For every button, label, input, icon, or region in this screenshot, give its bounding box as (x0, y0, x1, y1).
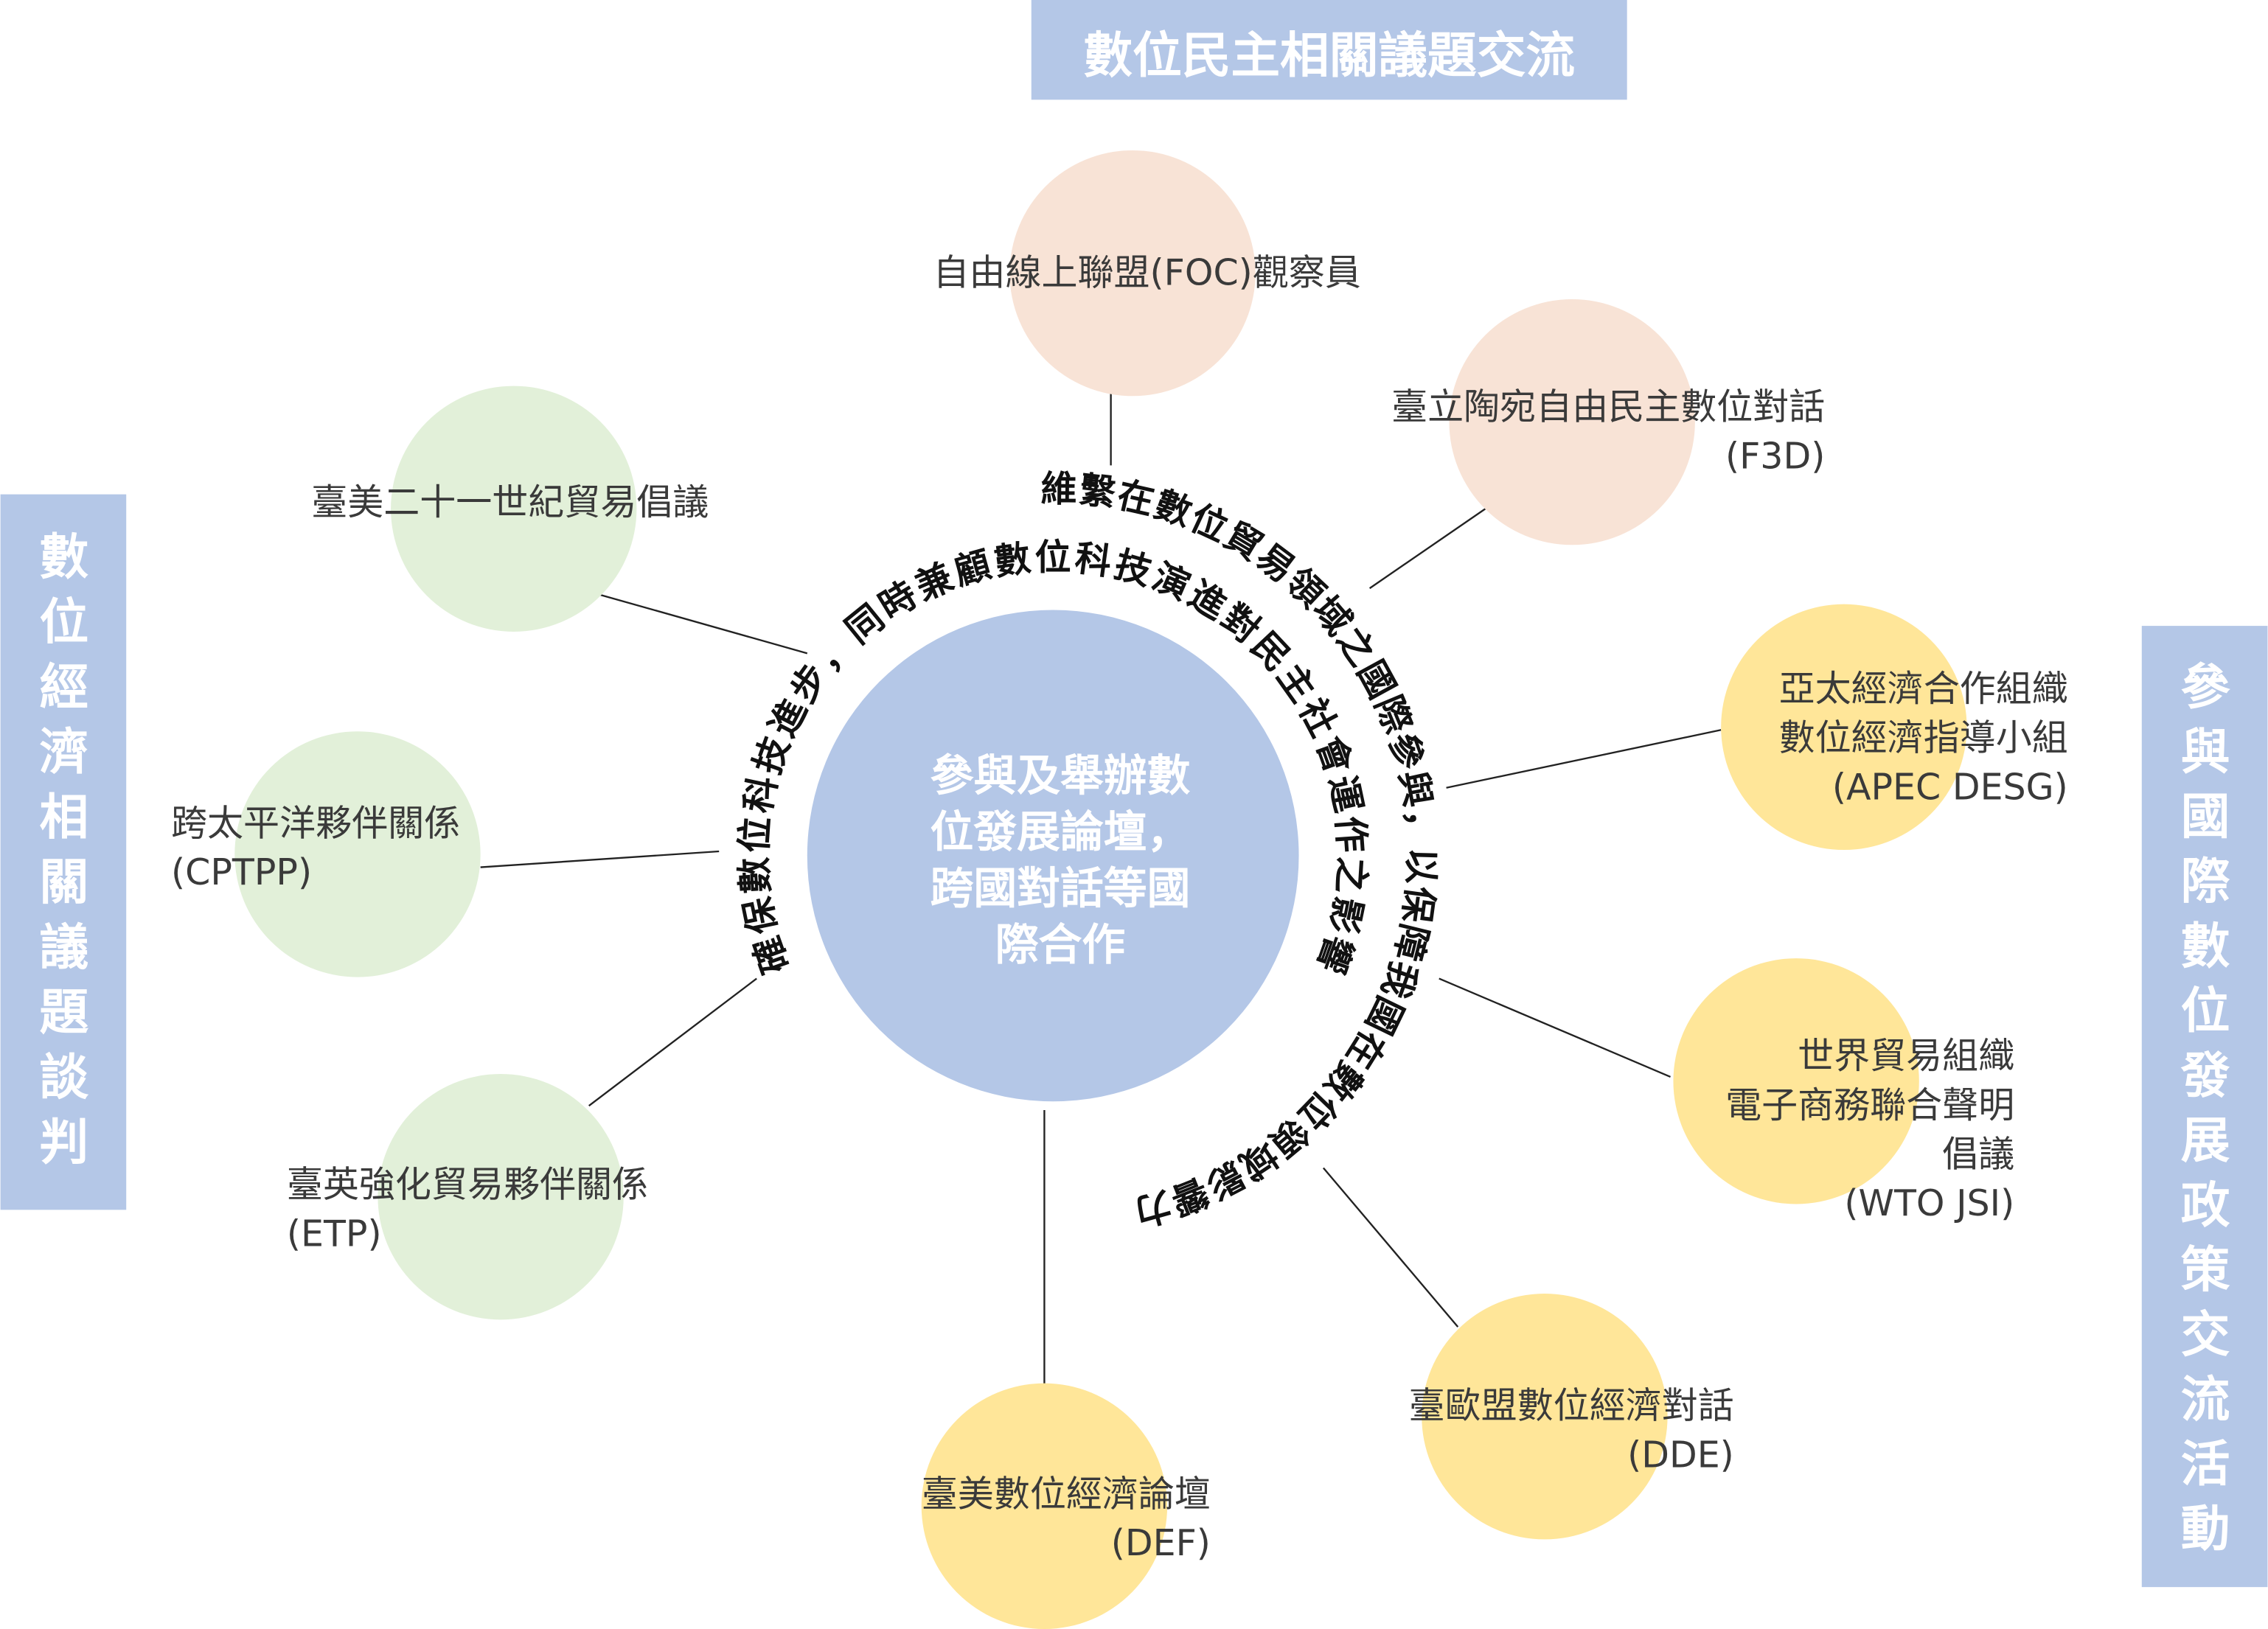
node-wto-circle (1673, 958, 1919, 1204)
center-line: 際合作 (995, 919, 1125, 970)
node-label-line: 亞太經濟合作組織 (1779, 667, 2068, 710)
top-category-label: 數位民主相關議題交流 (1083, 27, 1575, 84)
node-f3d-circle (1449, 299, 1695, 545)
right-category-char: 展 (2181, 1112, 2230, 1169)
node-dde-label: 臺歐盟數位經濟對話 (DDE) (1409, 1384, 1734, 1476)
center-label: 參與及舉辦數 位發展論壇， 跨國對話等國 際合作 (930, 750, 1191, 970)
node-dde-circle (1422, 1294, 1668, 1540)
node-label-line: 臺美二十一世紀貿易倡議 (311, 481, 709, 523)
center-line: 參與及舉辦數 (930, 750, 1191, 801)
node-apec-circle (1721, 604, 1967, 851)
node-label-line: 數位經濟指導小組 (1779, 716, 2068, 759)
node-foc-label: 自由線上聯盟(FOC)觀察員 (933, 251, 1360, 293)
node-label-line: 自由線上聯盟(FOC)觀察員 (933, 251, 1360, 293)
right-category-char: 活 (2181, 1435, 2230, 1493)
left-category-char: 關 (40, 854, 89, 911)
node-label-line: 臺立陶宛自由民主數位對話 (1391, 386, 1825, 428)
line-f3d (1368, 508, 1486, 590)
node-def-circle (921, 1383, 1168, 1629)
right-category-char: 動 (2181, 1500, 2230, 1558)
node-label-line: 跨太平洋夥伴關係 (171, 801, 460, 844)
node-label-line: 世界貿易組織 (1798, 1034, 2014, 1077)
node-etp-label: 臺英強化貿易夥伴關係 (ETP) (287, 1163, 648, 1255)
line-cptpp (480, 850, 720, 868)
node-label-line: (APEC DESG) (1832, 765, 2068, 808)
right-category-char: 參 (2181, 658, 2231, 716)
right-category-char: 交 (2181, 1305, 2230, 1363)
node-label-line: 臺英強化貿易夥伴關係 (287, 1163, 648, 1206)
left-category-char: 相 (40, 788, 89, 845)
node-usti-label: 臺美二十一世紀貿易倡議 (311, 481, 709, 523)
line-wto (1439, 977, 1671, 1078)
left-category-char: 數 (40, 529, 89, 586)
connector-lines (480, 393, 1722, 1385)
right-category-char: 際 (2181, 853, 2230, 910)
line-usti (597, 593, 808, 655)
node-label-line: (CPTPP) (171, 851, 312, 893)
left-category-char: 判 (40, 1114, 89, 1171)
right-category-char: 與 (2181, 723, 2230, 781)
node-label-line: 臺美數位經濟論壇 (922, 1472, 1211, 1515)
node-label-line: (DEF) (1111, 1521, 1211, 1564)
right-category-char: 政 (2181, 1176, 2230, 1234)
right-category-char: 發 (2180, 1047, 2230, 1104)
node-label-line: (DDE) (1627, 1433, 1734, 1476)
node-cptpp-circle (234, 731, 481, 977)
node-usti-circle (391, 386, 637, 632)
left-category-char: 議 (40, 918, 89, 976)
center-line: 位發展論壇， (930, 806, 1191, 857)
line-dde (1322, 1167, 1459, 1328)
node-label-line: 臺歐盟數位經濟對話 (1409, 1384, 1734, 1427)
node-etp-circle (378, 1073, 624, 1320)
center-line: 跨國對話等國 (930, 863, 1191, 914)
node-label-line: 倡議 (1942, 1132, 2014, 1175)
left-category-char: 位 (40, 593, 89, 651)
node-foc-circle (1009, 150, 1256, 397)
node-cptpp-label: 跨太平洋夥伴關係 (CPTPP) (171, 801, 460, 893)
right-category-char: 數 (2181, 917, 2230, 974)
line-apec (1446, 729, 1722, 789)
right-category-char: 國 (2181, 788, 2230, 845)
node-def-label: 臺美數位經濟論壇 (DEF) (922, 1472, 1211, 1564)
top-category-box: 數位民主相關議題交流 (1031, 0, 1627, 100)
left-category-char: 濟 (40, 723, 89, 781)
line-etp (588, 977, 757, 1107)
left-category-char: 題 (40, 983, 89, 1041)
center-circle (807, 610, 1299, 1102)
left-category-char: 經 (40, 658, 89, 716)
node-label-line: 電子商務聯合聲明 (1725, 1084, 2014, 1126)
right-category-char: 策 (2181, 1241, 2230, 1299)
node-label-line: (F3D) (1725, 434, 1825, 477)
node-label-line: (WTO JSI) (1844, 1182, 2014, 1224)
right-category-char: 位 (2181, 982, 2230, 1039)
node-f3d-label: 臺立陶宛自由民主數位對話 (F3D) (1391, 386, 1825, 478)
left-category-char: 談 (40, 1048, 89, 1106)
right-category-char: 流 (2181, 1370, 2230, 1428)
node-label-line: (ETP) (287, 1212, 382, 1255)
